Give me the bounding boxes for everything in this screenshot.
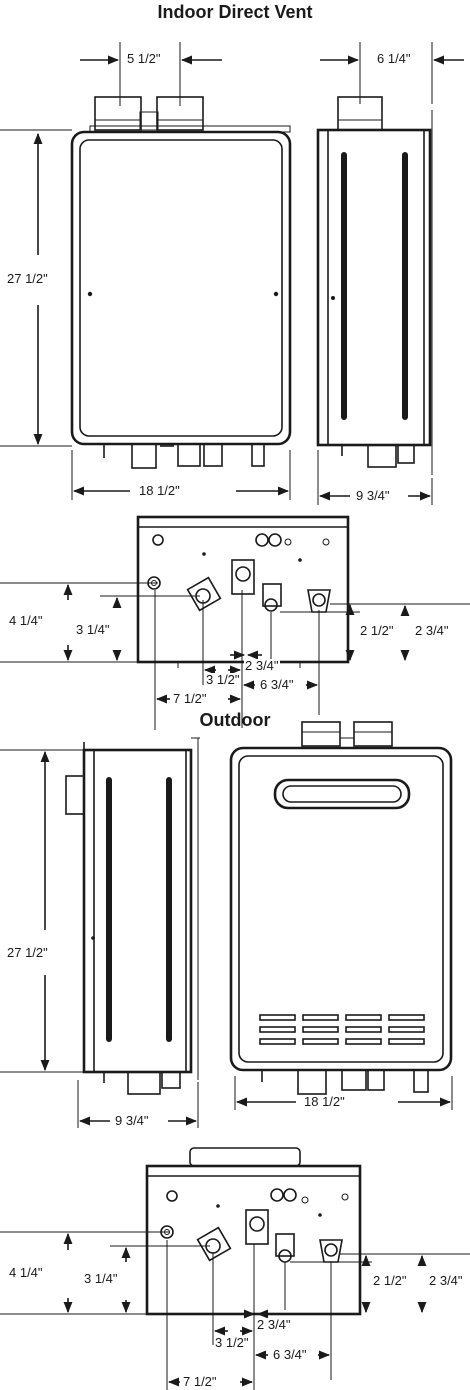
indoor-depth-label: 9 3/4"	[355, 488, 391, 503]
outdoor-gas-height-label: 4 1/4"	[8, 1265, 44, 1280]
indoor-spacing-a-label: 2 3/4"	[244, 658, 280, 673]
outdoor-inlet-height-label: 2 1/2"	[372, 1273, 408, 1288]
outdoor-side-view	[65, 737, 200, 1095]
outdoor-spacing-c-label: 6 3/4"	[272, 1347, 308, 1362]
outdoor-front-dimensions	[234, 1076, 453, 1110]
indoor-width-label: 18 1/2"	[138, 483, 181, 498]
indoor-side-dimensions	[317, 42, 464, 505]
indoor-spacing-c-label: 6 3/4"	[259, 677, 295, 692]
outdoor-spacing-b-label: 3 1/2"	[214, 1335, 250, 1350]
indoor-inlet-height-label: 2 1/2"	[359, 623, 395, 638]
outdoor-height-label: 27 1/2"	[6, 945, 49, 960]
indoor-spacing-d-label: 7 1/2"	[172, 691, 208, 706]
outdoor-spacing-d-label: 7 1/2"	[182, 1374, 218, 1389]
indoor-bottom-view	[136, 515, 350, 668]
outdoor-water-height-label: 3 1/4"	[83, 1271, 119, 1286]
indoor-spacing-b-label: 3 1/2"	[205, 672, 241, 687]
outdoor-side-dimensions	[0, 749, 199, 1128]
outdoor-front-view	[229, 721, 453, 1095]
outdoor-depth-label: 9 3/4"	[114, 1113, 150, 1128]
indoor-side-view	[316, 96, 433, 475]
indoor-front-view	[70, 96, 292, 469]
indoor-outlet-height-label: 2 3/4"	[414, 623, 450, 638]
outdoor-width-label: 18 1/2"	[303, 1094, 346, 1109]
outdoor-outlet-height-label: 2 3/4"	[428, 1273, 464, 1288]
indoor-height-label: 27 1/2"	[6, 271, 49, 286]
indoor-bottom-dimensions	[0, 582, 470, 730]
outdoor-spacing-a-label: 2 3/4"	[256, 1317, 292, 1332]
indoor-front-dimensions	[0, 42, 291, 500]
indoor-water-height-label: 3 1/4"	[75, 622, 111, 637]
outdoor-bottom-dimensions	[0, 1231, 470, 1390]
indoor-vent-spacing-label: 5 1/2"	[126, 51, 162, 66]
outdoor-section-title: Outdoor	[199, 710, 271, 730]
indoor-vent-offset-label: 6 1/4"	[376, 51, 412, 66]
indoor-gas-height-label: 4 1/4"	[8, 613, 44, 628]
indoor-section-title: Indoor Direct Vent	[157, 2, 313, 22]
